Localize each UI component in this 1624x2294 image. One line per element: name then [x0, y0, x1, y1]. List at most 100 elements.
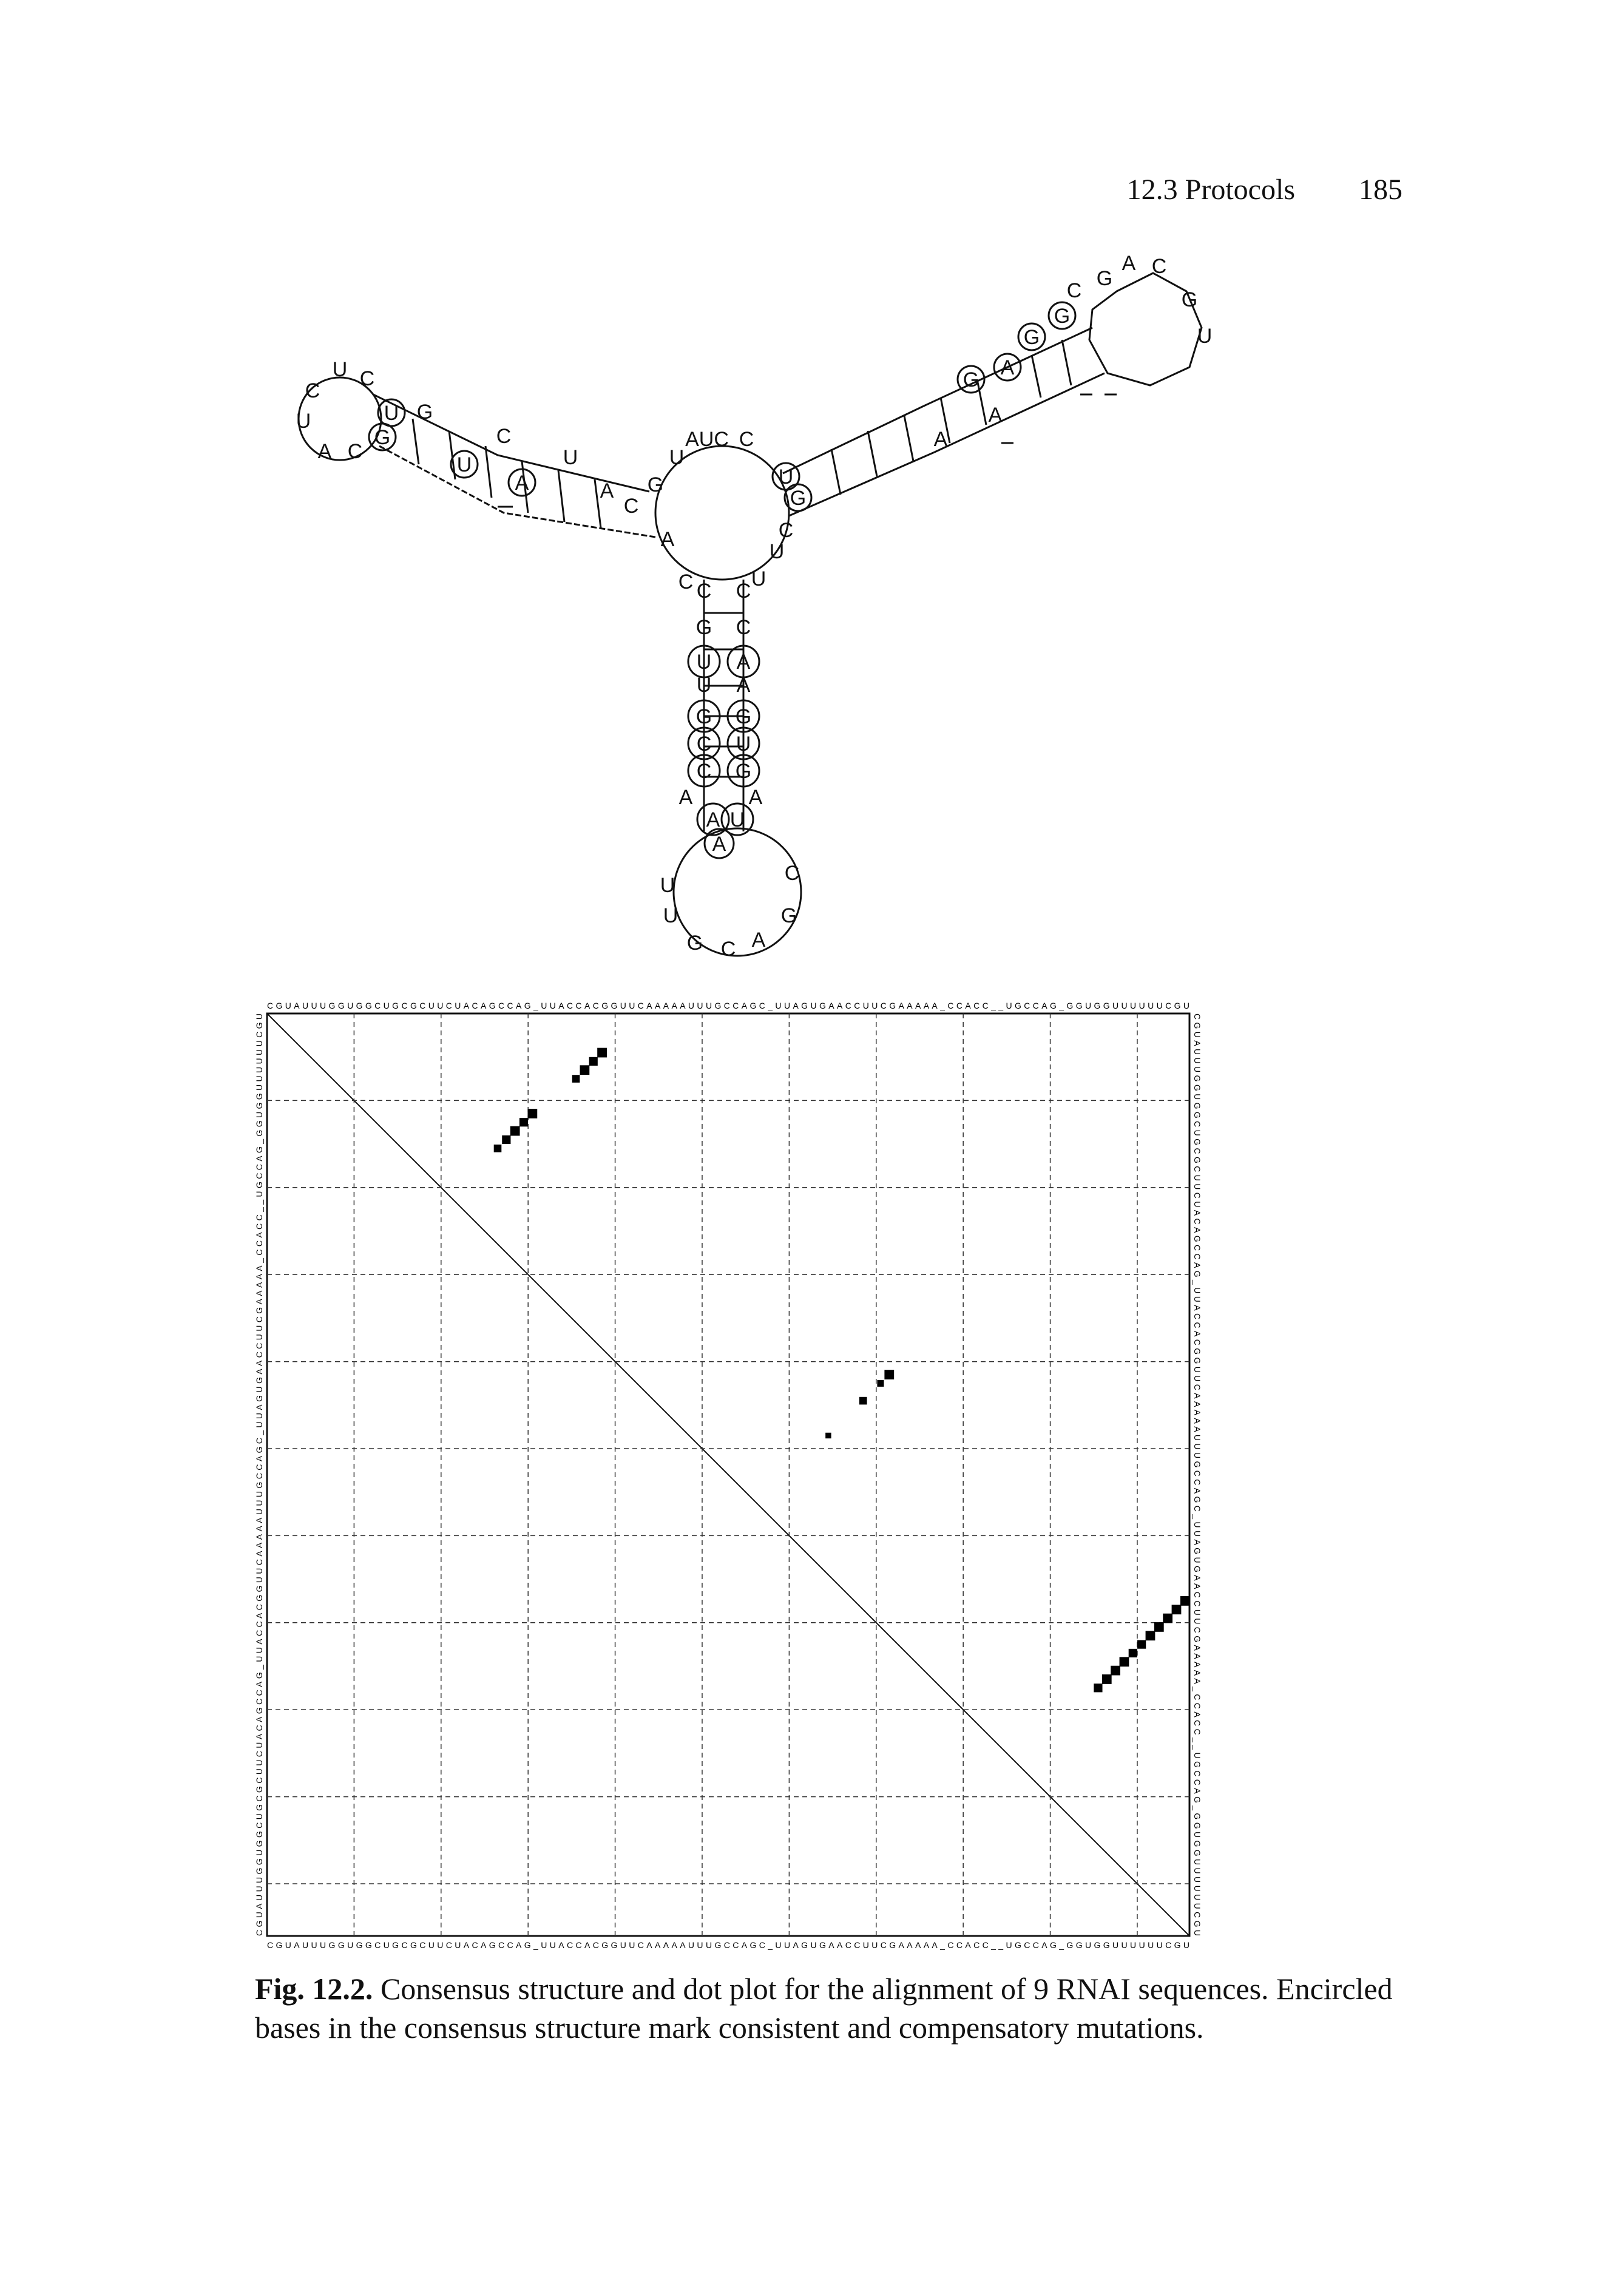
svg-text:A: A	[749, 786, 763, 809]
bottom-hairpin-loop	[672, 827, 802, 957]
base-pair-lines	[411, 339, 1072, 778]
base-pair-dot	[493, 1144, 502, 1152]
svg-text:U: U	[663, 904, 678, 927]
left-hairpin-loop	[297, 376, 382, 461]
svg-text:A: A	[989, 404, 1003, 427]
svg-text:G: G	[781, 904, 797, 927]
svg-text:A: A	[600, 479, 614, 502]
svg-text:U: U	[333, 358, 348, 381]
svg-text:A: A	[1122, 252, 1136, 275]
page-header: 12.3 Protocols 185	[1127, 173, 1402, 206]
svg-text:U: U	[563, 446, 578, 469]
sequence-label-bottom: CGUAUUUGGUGGCUGCGCUUCUACAGCCAG_UUACCACGG…	[267, 1940, 1189, 1950]
svg-text:C: C	[360, 367, 375, 390]
base-pair-dot	[502, 1135, 511, 1145]
sequence-label-top: CGUAUUUGGUGGCUGCGCUUCUACAGCCAG_UUACCACGG…	[267, 1001, 1189, 1010]
svg-text:A: A	[712, 833, 726, 856]
svg-text:G: G	[687, 932, 703, 955]
left-stem-strand-a	[373, 393, 650, 493]
base-pair-dot	[1137, 1640, 1146, 1649]
svg-text:C: C	[624, 495, 639, 518]
svg-text:U: U	[751, 567, 766, 590]
svg-text:C: C	[678, 570, 694, 594]
caption-label: Fig. 12.2.	[255, 1972, 373, 2006]
base-pair-dot	[597, 1047, 607, 1058]
base-pair-dot	[510, 1126, 520, 1136]
svg-text:U: U	[736, 733, 751, 756]
base-pair-dot	[1119, 1657, 1129, 1667]
base-pair-dot	[825, 1432, 831, 1439]
svg-text:G: G	[1097, 267, 1112, 290]
right-stem-strand-a	[782, 327, 1093, 475]
svg-text:A: A	[752, 929, 766, 952]
svg-text:A: A	[318, 440, 332, 463]
base-pair-dot	[1163, 1613, 1173, 1623]
base-pair-dot	[1180, 1596, 1190, 1606]
running-head: 12.3 Protocols	[1126, 174, 1295, 206]
svg-text:A: A	[515, 472, 529, 495]
svg-text:C: C	[348, 440, 363, 463]
svg-text:U: U	[779, 465, 794, 489]
base-pair-dot	[1145, 1631, 1155, 1641]
svg-text:G: G	[736, 705, 751, 728]
svg-text:A: A	[737, 674, 751, 697]
svg-text:AUC: AUC	[685, 428, 729, 451]
base-pair-dot	[859, 1396, 867, 1405]
gap-marks	[498, 393, 1117, 508]
base-pair-dot	[1171, 1605, 1182, 1615]
svg-text:U: U	[457, 453, 472, 476]
svg-text:U: U	[660, 874, 675, 897]
svg-text:A: A	[1001, 356, 1015, 379]
right-stem-strand-b	[788, 372, 1105, 517]
svg-text:U: U	[384, 402, 399, 425]
svg-text:U: U	[770, 540, 785, 563]
figure-caption: Fig. 12.2. Consensus structure and dot p…	[255, 1969, 1402, 2047]
encircled-bases	[368, 301, 1077, 859]
dot-plot-diagonal	[266, 1013, 1190, 1937]
svg-text:G: G	[696, 616, 712, 639]
page-number: 185	[1359, 174, 1402, 206]
svg-text:G: G	[374, 426, 390, 449]
left-stem-strand-b	[379, 445, 656, 538]
svg-text:C: C	[697, 760, 712, 783]
svg-text:U: U	[697, 674, 712, 697]
svg-text:G: G	[1054, 305, 1070, 328]
svg-text:C: C	[697, 580, 712, 603]
base-pair-dot	[1094, 1683, 1103, 1693]
base-pair-dot	[1101, 1674, 1112, 1684]
svg-text:C: C	[496, 425, 512, 448]
base-pair-dot	[1154, 1622, 1164, 1632]
base-pair-dot	[572, 1075, 580, 1083]
right-hairpin-loop	[1088, 272, 1203, 387]
svg-text:A: A	[737, 651, 751, 674]
svg-text:U: U	[1197, 325, 1213, 348]
multiloop	[654, 445, 790, 581]
svg-text:C: C	[721, 938, 736, 961]
svg-text:C: C	[736, 616, 751, 639]
svg-text:G: G	[696, 705, 712, 728]
svg-text:U: U	[669, 446, 685, 469]
sequence-label-right: CGUAUUUGGUGGCUGCGCUUCUACAGCCAG_UUACCACGG…	[1193, 1013, 1202, 1936]
base-pair-dot	[527, 1109, 538, 1118]
svg-text:G: G	[1024, 326, 1040, 349]
svg-text:C: C	[1152, 255, 1167, 278]
dot-plot-frame	[266, 1012, 1191, 1937]
svg-text:C: C	[739, 428, 754, 451]
base-pair-dot	[1128, 1648, 1137, 1658]
svg-text:U: U	[697, 651, 712, 674]
caption-text: Consensus structure and dot plot for the…	[255, 1972, 1393, 2045]
svg-text:G: G	[1182, 288, 1197, 311]
svg-text:C: C	[305, 379, 320, 402]
base-pair-dot	[519, 1118, 529, 1127]
svg-text:A: A	[706, 808, 720, 831]
svg-text:C: C	[697, 733, 712, 756]
svg-text:A: A	[934, 428, 948, 451]
svg-text:G: G	[417, 401, 433, 424]
svg-text:C: C	[1067, 279, 1082, 302]
svg-text:C: C	[736, 580, 751, 603]
sequence-label-left: CGUAUUUGGUGGCUGCGCUUCUACAGCCAG_UUACCACGG…	[254, 1013, 264, 1936]
svg-text:C: C	[779, 519, 794, 542]
svg-text:A: A	[679, 786, 693, 809]
